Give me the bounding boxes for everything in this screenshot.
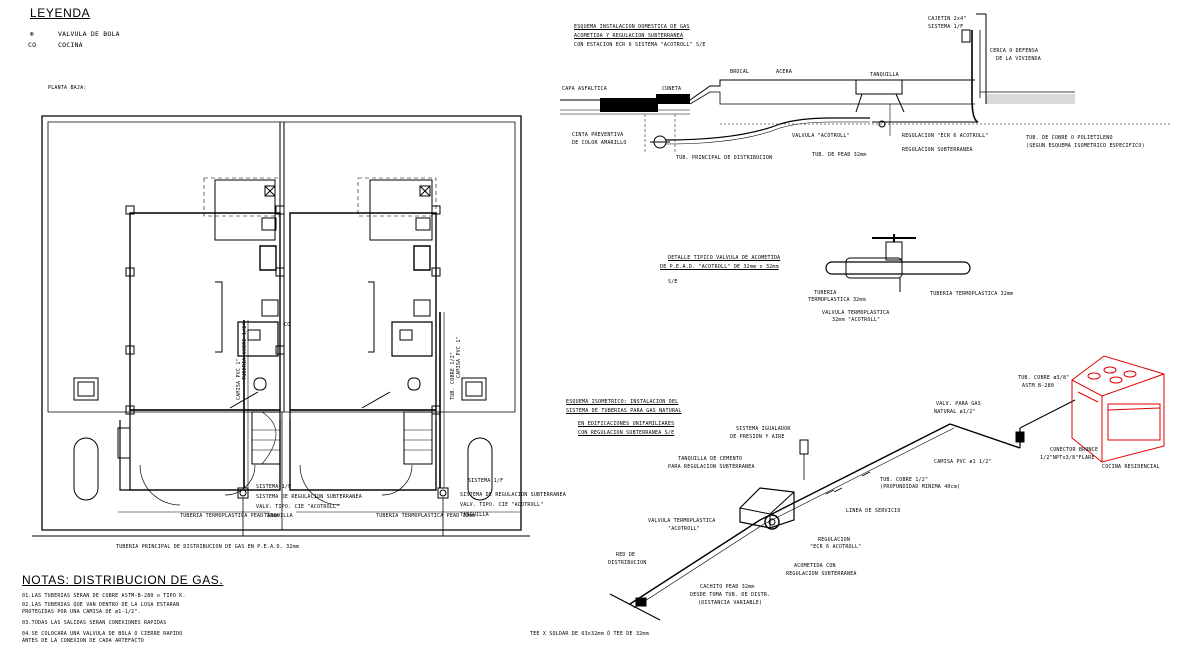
left-regulador: SISTEMA DE REGULACION SUBTERRANEA — [256, 494, 362, 500]
iso-title-4: CON REGULACION SUBTERRANEA S/E — [578, 430, 675, 436]
legend-label-valve: VALVULA DE BOLA — [58, 30, 120, 38]
riser-label-2: TUBERIA COBRE 1/2" — [242, 322, 248, 380]
main-pipe-label: TUBERIA PRINCIPAL DE DISTRIBUCION DE GAS… — [116, 544, 299, 550]
left-estimador: SISTEMA 1/F — [256, 484, 292, 490]
schema-reg-sub: REGULACION SUBTERRANEA — [902, 147, 973, 153]
iso-conector2: 1/2"NPTx3/8"FLARE — [1040, 455, 1095, 461]
iso-red2: DISTRIBUCION — [608, 560, 647, 566]
kitchen-mark: CO — [284, 322, 291, 328]
iso-valv-termo1: VALVULA TERMOPLASTICA — [648, 518, 716, 524]
schema-tub-pead: TUB. DE PEAD 32mm — [812, 152, 867, 158]
schema-capa: CAPA ASFALTICA — [562, 86, 607, 92]
right-valvula: VALV. TIPO. CIE "ACOTROLL" — [460, 502, 544, 508]
schema-vivienda: DE LA VIVIENDA — [996, 56, 1041, 62]
note-3: 03.TODAS LAS SALIDAS SERAN CONEXIONES RA… — [22, 620, 167, 626]
right-regulador: SISTEMA DE REGULACION SUBTERRANEA — [460, 492, 566, 498]
iso-red1: RED DE — [616, 552, 636, 558]
legend-label-kitchen: COCINA — [58, 41, 83, 49]
detail-valve2: 32mm "ACOTROLL" — [832, 317, 881, 323]
detail-title-1: DETALLE TIPICO VALVULA DE ACOMETIDA — [668, 255, 781, 261]
detail-left1: TUBERIA — [814, 290, 837, 296]
schema-valvula: VALVULA "ACOTROLL" — [792, 133, 850, 139]
stove-drawing — [1072, 356, 1164, 462]
iso-valv-gas1: VALV. PARA GAS — [936, 401, 981, 407]
iso-tub-cobre-12a: TUB. COBRE 1/2" — [880, 477, 929, 483]
right-estimador: SISTEMA 1/F — [468, 478, 504, 484]
detail-left2: TERMOPLASTICA 32mm — [808, 297, 866, 303]
iso-sistema-ig1: SISTEMA IGUALADOR — [736, 426, 791, 432]
schema-cinta2: DE COLOR AMARILLO — [572, 140, 627, 146]
schema-tub-principal: TUB. PRINCIPAL DE DISTRIBUCION — [676, 155, 773, 161]
iso-cachito2: DESDE TOMA TUB. DE DISTR. — [690, 592, 771, 598]
notes-title: NOTAS: DISTRIBUCION DE GAS. — [22, 573, 224, 587]
schema-acera: ACERA — [776, 69, 793, 75]
iso-tub-cobre-12b: (PROFUNDIDAD MINIMA 40cm) — [880, 484, 961, 490]
schema-brocal: BROCAL — [730, 69, 750, 75]
iso-acometida2: REGULACION SUBTERRANEA — [786, 571, 857, 577]
iso-cocina: COCINA RESIDENCIAL — [1102, 464, 1160, 470]
riser-label-4: CAMISA PVC 1" — [456, 336, 462, 378]
right-tuberia: TUBERIA TERMOPLASTICA PEAD 32mm — [376, 513, 476, 519]
schema-cinta1: CINTA PREVENTIVA — [572, 132, 624, 138]
iso-title-3: EN EDIFICACIONES UNIFAMILIARES — [578, 421, 675, 427]
iso-conector1: CONECTOR BRONCE — [1050, 447, 1099, 453]
schema-sistema: SISTEMA 1/F — [928, 24, 964, 30]
iso-title-1: ESQUEMA ISOMETRICO: INSTALACION DEL — [566, 399, 679, 405]
iso-regulacion1: REGULACION — [818, 537, 851, 543]
iso-regulacion2: "ECR 6 ACOTROLL" — [810, 544, 862, 550]
schema-tanquilla: TANQUILLA — [870, 72, 899, 78]
note-2b: PROTEGIDAS POR UNA CAMISA DE ø1-1/2". — [22, 609, 141, 615]
note-1: 01.LAS TUBERIAS SERAN DE COBRE ASTM-B-28… — [22, 593, 186, 599]
left-tuberia: TUBERIA TERMOPLASTICA PEAD 32mm — [180, 513, 280, 519]
iso-camisa: CAMISA PVC ø1 1/2" — [934, 459, 992, 465]
detail-title-2: DE P.E.A.D. "ACOTROLL" DE 32mm x 32mm — [660, 264, 779, 270]
schema-cajetin: CAJETIN 2x4" — [928, 16, 967, 22]
note-2a: 02.LAS TUBERIAS QUE VAN DENTRO DE LA LOS… — [22, 602, 180, 608]
detail-valve1: VALVULA TERMOPLASTICA — [822, 310, 890, 316]
note-4b: ANTES DE LA CONEXION DE CADA ARTEFACTO — [22, 638, 144, 644]
valve-detail-drawing — [826, 234, 970, 292]
iso-title-2: SISTEMA DE TUBERIAS PARA GAS NATURAL — [566, 408, 682, 414]
legend-symbol-kitchen: CO — [28, 41, 37, 49]
schema-title-1: ESQUEMA INSTALACION DOMESTICA DE GAS — [574, 24, 690, 30]
left-tanquilla: TANQUILLA — [264, 513, 293, 519]
iso-cachito1: CACHITO PEAD 32mm — [700, 584, 755, 590]
floor-plan — [32, 116, 530, 536]
iso-tee: TEE X SOLDAR DE 63x32mm Ó TEE DE 32mm — [530, 631, 649, 637]
schema-title-3: CON ESTACION ECR 6 SISTEMA "ACOTROLL" S/… — [574, 42, 706, 48]
schema-cuneta: CUNETA — [662, 86, 682, 92]
detail-right: TUBERIA TERMOPLASTICA 32mm — [930, 291, 1014, 297]
iso-drawing — [610, 400, 1075, 620]
note-4a: 04.SE COLOCARA UNA VALVULA DE BOLA O CIE… — [22, 631, 183, 637]
iso-sistema-ig2: DE PRESION Y AIRE — [730, 434, 785, 440]
schema-regulacion: REGULACION "ECR 6 ACOTROLL" — [902, 133, 989, 139]
legend-symbol-valve: ⊕ — [30, 30, 35, 38]
iso-valv-gas2: NATURAL ø1/2" — [934, 409, 976, 415]
iso-valv-termo2: "ACOTROLL" — [668, 526, 701, 532]
left-valvula: VALV. TIPO. CIE "ACOTROLL" — [256, 504, 340, 510]
plan-title: PLANTA BAJA: — [48, 85, 87, 91]
iso-acometida1: ACOMETIDA CON — [794, 563, 836, 569]
legend-title: LEYENDA — [30, 6, 91, 20]
schema-tub-cobre1: TUB. DE COBRE O POLIETILENO — [1026, 135, 1113, 141]
schema-drawing — [560, 14, 1170, 154]
iso-tub-cobre-38a: TUB. COBRE ø3/8" — [1018, 375, 1070, 381]
iso-tub-cobre-38b: ASTM B-280 — [1022, 383, 1055, 389]
iso-tanquilla2: PARA REGULACION SUBTERRANEA — [668, 464, 755, 470]
right-tanquilla: TANQUILLA — [460, 512, 489, 518]
iso-tanquilla1: TANQUILLA DE CEMENTO — [678, 456, 743, 462]
schema-tub-cobre2: (SEGUN ESQUEMA ISOMETRICO ESPECIFICO) — [1026, 143, 1145, 149]
iso-cachito3: (DISTANCIA VARIABLE) — [698, 600, 763, 606]
iso-linea: LINEA DE SERVICIO — [846, 508, 901, 514]
detail-scale: S/E — [668, 279, 678, 285]
schema-title-2: ACOMETIDA Y REGULACION SUBTERRANEA — [574, 33, 684, 39]
schema-cerca: CERCA O DEFENSA — [990, 48, 1039, 54]
